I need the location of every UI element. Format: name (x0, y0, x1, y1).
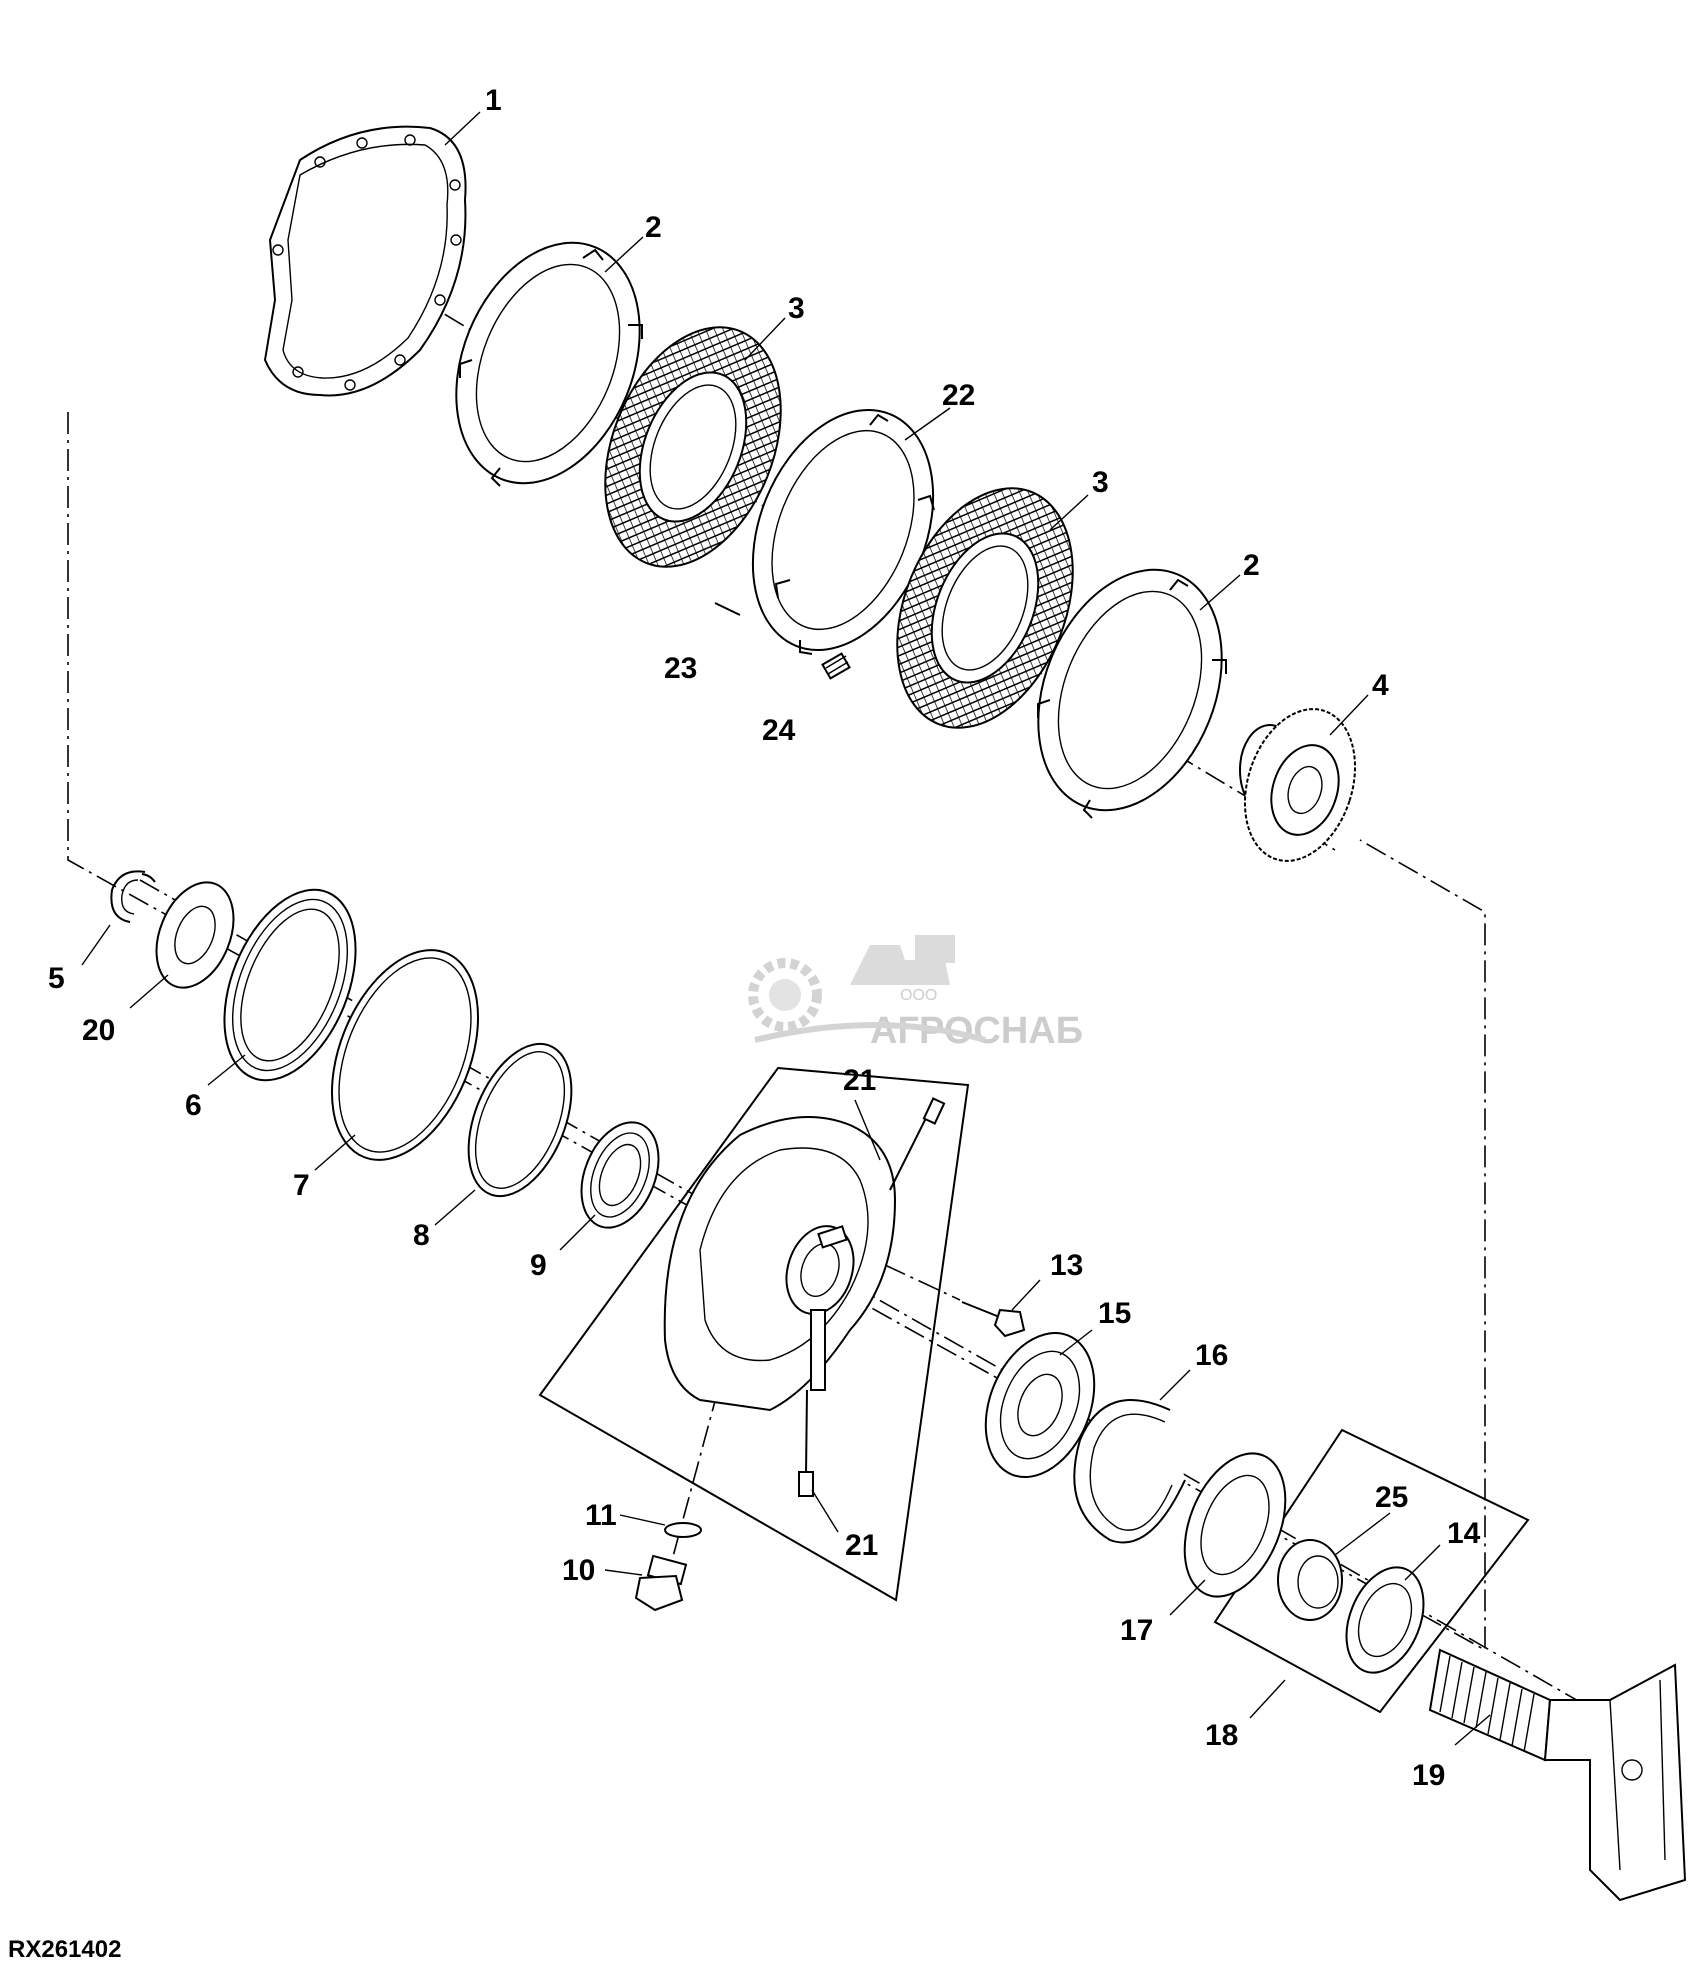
part-3-friction-disc-lower (896, 487, 1074, 729)
part-23-pin (714, 602, 741, 616)
kit-box-housing (538, 1066, 970, 1602)
part-11-o-ring (664, 1522, 702, 1538)
callout-8: 8 (413, 1219, 430, 1252)
part-17-thrust-washer (1183, 1452, 1287, 1598)
callouts: 1 2 3 22 3 2 4 23 24 5 20 6 7 8 9 21 13 … (48, 84, 1481, 1792)
part-19-output-shaft (1428, 1648, 1687, 1902)
part-25-bushing (1277, 1539, 1343, 1621)
callout-15: 15 (1098, 1297, 1131, 1330)
callout-16: 16 (1195, 1339, 1228, 1372)
callout-14: 14 (1447, 1517, 1481, 1550)
callout-10: 10 (562, 1554, 595, 1587)
callout-2-lower: 2 (1243, 549, 1260, 582)
part-2-steel-plate-upper (455, 241, 643, 487)
watermark-logo: ООО АГРОСНАБ (748, 935, 1083, 1052)
callout-9: 9 (530, 1249, 547, 1282)
callout-2-upper: 2 (645, 211, 662, 244)
part-24-spring (821, 652, 851, 680)
callout-17: 17 (1120, 1614, 1153, 1647)
part-14-seal (1345, 1566, 1425, 1674)
callout-7: 7 (293, 1169, 310, 1202)
part-7-o-ring (330, 949, 480, 1161)
leader-lines (81, 111, 1491, 1746)
part-21-sensor-lower (798, 1389, 814, 1497)
part-15-bearing (984, 1331, 1096, 1479)
callout-3-lower: 3 (1092, 466, 1109, 499)
part-5-snap-ring (110, 870, 156, 923)
callout-20: 20 (82, 1014, 115, 1047)
part-2-steel-plate-lower (1037, 568, 1227, 819)
callout-3-upper: 3 (788, 292, 805, 325)
callout-6: 6 (185, 1089, 202, 1122)
part-3-friction-disc-upper (604, 326, 782, 568)
callout-25: 25 (1375, 1481, 1408, 1514)
callout-23: 23 (664, 652, 697, 685)
part-8-ring (467, 1042, 573, 1198)
part-13-bolt (961, 1301, 1026, 1338)
part-housing (663, 1116, 897, 1412)
part-21-sensor-upper (889, 1097, 946, 1191)
callout-5: 5 (48, 962, 65, 995)
watermark-prefix: ООО (900, 987, 937, 1004)
watermark-brand: АГРОСНАБ (870, 1010, 1083, 1052)
part-9-shaft-seal (580, 1121, 660, 1229)
callout-19: 19 (1412, 1759, 1445, 1792)
part-20-washer (155, 881, 235, 989)
part-4-gear-hub (1239, 708, 1357, 862)
callout-4: 4 (1372, 669, 1389, 702)
part-1-gasket (263, 125, 467, 397)
part-16-snap-ring (1073, 1399, 1186, 1544)
callout-24: 24 (762, 714, 796, 747)
callout-18: 18 (1205, 1719, 1238, 1752)
callout-21-lower: 21 (845, 1529, 878, 1562)
callout-13: 13 (1050, 1249, 1083, 1282)
callout-1: 1 (485, 84, 502, 117)
part-6-seal-ring (223, 888, 357, 1082)
callout-11: 11 (585, 1499, 617, 1532)
callout-21-upper: 21 (843, 1064, 876, 1097)
figure-id: RX261402 (8, 1936, 122, 1963)
callout-22: 22 (942, 379, 975, 412)
part-10-drain-plug (634, 1554, 688, 1612)
